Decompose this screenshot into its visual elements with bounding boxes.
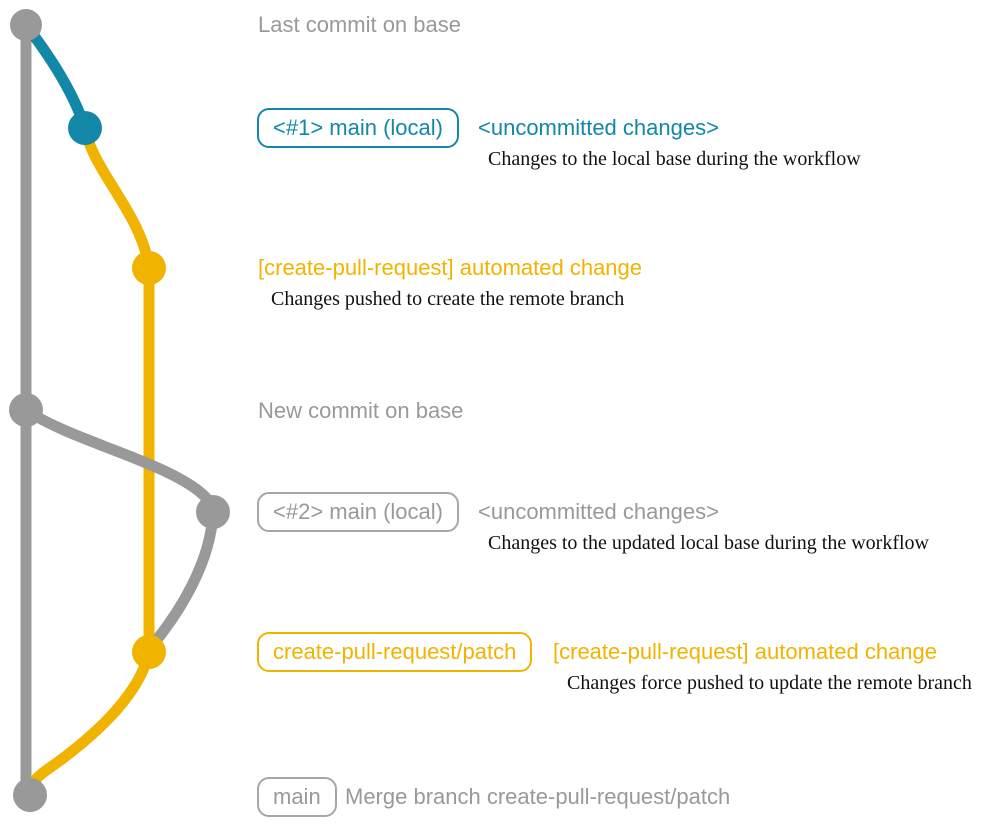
branch-badge-main-local-2: <#2> main (local) xyxy=(257,492,459,532)
patch-merge-line xyxy=(24,646,155,801)
commit-dot-base-new xyxy=(9,393,43,427)
branch-badge-main-local-1: <#1> main (local) xyxy=(257,108,459,148)
commit-dot-main-local-1 xyxy=(68,111,102,145)
branch-badge-patch: create-pull-request/patch xyxy=(257,632,533,672)
commit-dot-main-local-2 xyxy=(196,495,230,529)
commit-dot-patch-2 xyxy=(132,635,166,669)
merge-commit-label: Merge branch create-pull-request/patch xyxy=(345,784,731,809)
uncommitted-changes-desc-1: Changes to the local base during the wor… xyxy=(488,148,861,170)
branch-badge-main-final: main xyxy=(257,777,337,817)
new-commit-label: New commit on base xyxy=(258,398,464,423)
automated-change-desc-1: Changes pushed to create the remote bran… xyxy=(271,288,625,310)
automated-change-title-2: [create-pull-request] automated change xyxy=(553,639,938,664)
commit-graph xyxy=(9,9,230,812)
commit-dot-patch-1 xyxy=(132,251,166,285)
uncommitted-changes-title-1: <uncommitted changes> xyxy=(478,115,719,140)
automated-change-desc-2: Changes force pushed to update the remot… xyxy=(567,672,972,694)
uncommitted-changes-title-2: <uncommitted changes> xyxy=(478,499,719,524)
uncommitted-changes-desc-2: Changes to the updated local base during… xyxy=(488,532,929,554)
main-local-2-branch-line xyxy=(20,404,219,653)
main-local-branch-line xyxy=(20,19,91,134)
last-commit-label: Last commit on base xyxy=(258,12,461,37)
commit-dot-base-top xyxy=(10,9,42,41)
automated-change-title-1: [create-pull-request] automated change xyxy=(258,255,643,280)
commit-dot-base-merge xyxy=(13,778,47,812)
patch-branch-line xyxy=(79,122,155,658)
